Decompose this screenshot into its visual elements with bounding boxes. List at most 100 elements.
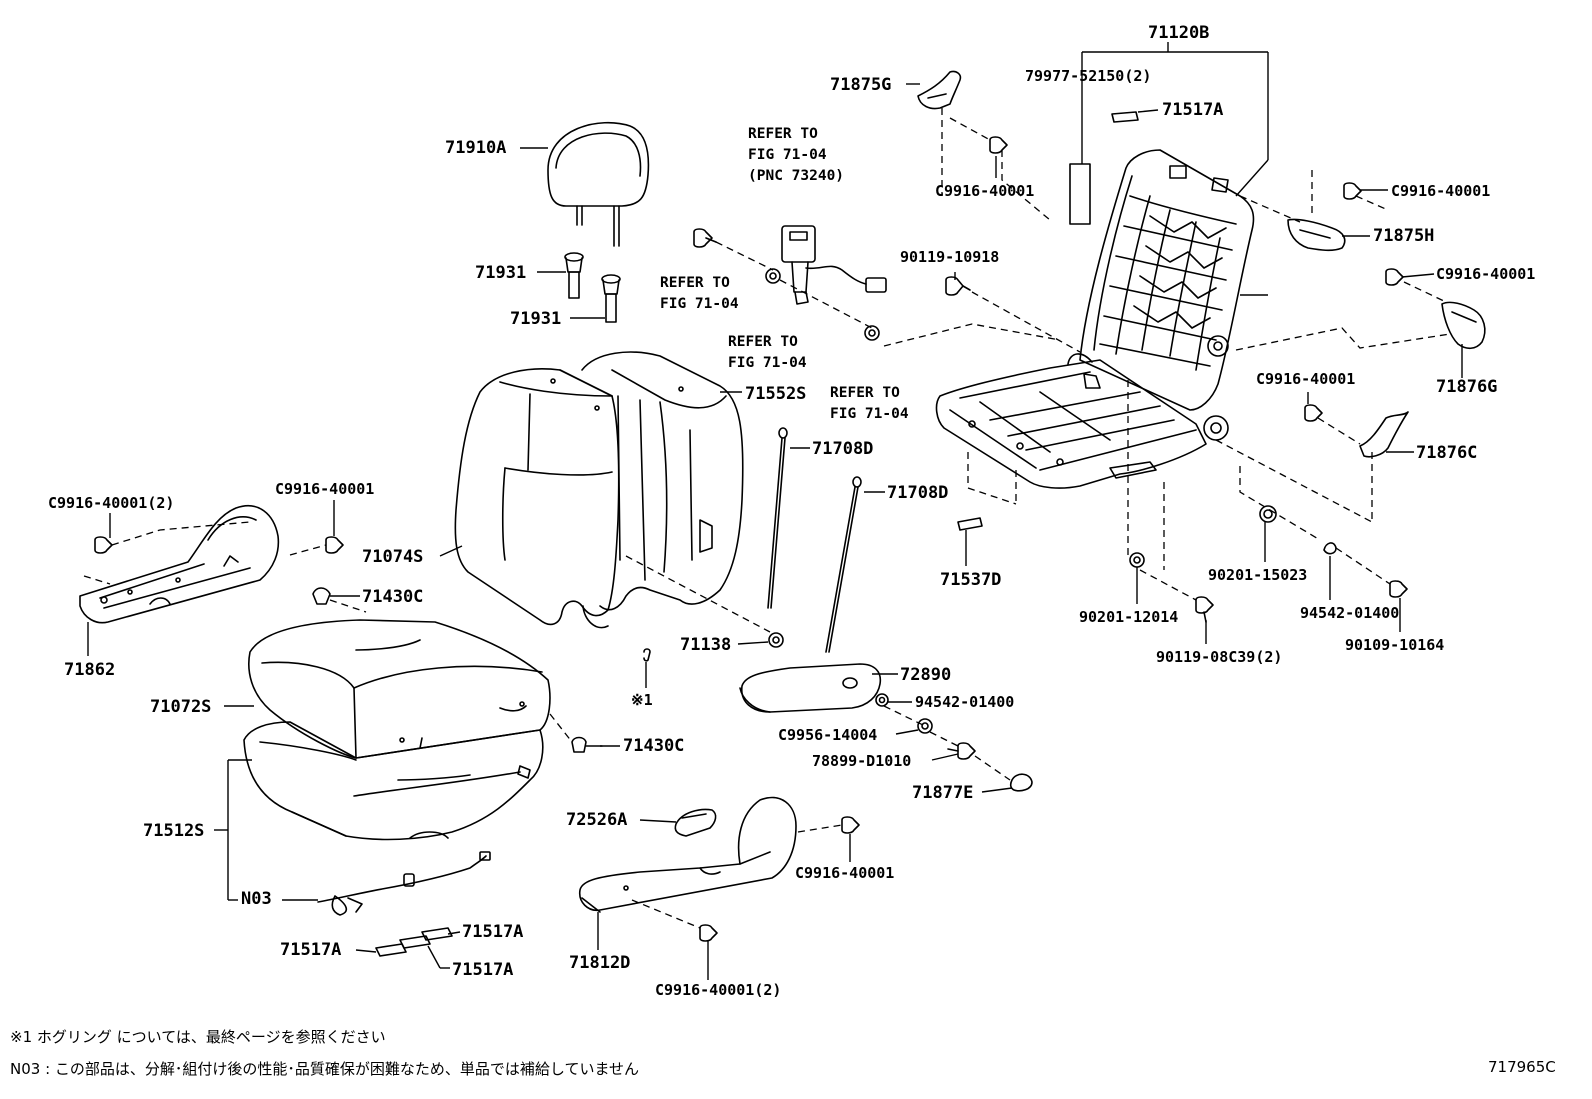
seat-back-cover	[455, 369, 618, 628]
bracket-71876c	[1360, 412, 1408, 457]
outer-shield-71812d	[580, 798, 796, 912]
part-label-pC9916_b: C9916-40001	[1391, 182, 1490, 200]
sticker-71517a-top	[1112, 112, 1138, 122]
shield-screw-left	[95, 537, 112, 553]
part-label-pC9916_f: C9916-40001	[795, 864, 894, 882]
reference-note-ref_b: FIG 71-04	[728, 355, 807, 371]
part-label-p90119_10918: 90119-10918	[900, 248, 999, 266]
part-label-pC9916_e: C9916-40001	[275, 480, 374, 498]
seat-harness	[318, 852, 490, 915]
part-label-p71138: 71138	[680, 635, 731, 655]
part-label-p71512S: 71512S	[143, 821, 204, 841]
seat-belt-buckle	[782, 226, 886, 304]
part-label-p72890: 72890	[900, 665, 951, 685]
part-label-p71552S: 71552S	[745, 384, 806, 404]
part-label-p79977: 79977-52150(2)	[1025, 67, 1151, 85]
part-label-p78899: 78899-D1010	[812, 752, 911, 770]
washer-90201-12014	[1130, 553, 1144, 567]
bolt-78899	[948, 743, 975, 759]
footnote-hog-ring: ※1 ホグリング については、最終ページを参照ください	[10, 1028, 386, 1046]
part-label-p71517A_3: 71517A	[452, 960, 513, 980]
part-label-pC9956: C9956-14004	[778, 726, 877, 744]
hog-ring	[644, 649, 650, 661]
part-label-p71517A_1: 71517A	[462, 922, 523, 942]
washer-90201-15023	[1260, 506, 1276, 522]
outer-shield-screw-bottom	[700, 925, 717, 941]
screw-c9916-a	[990, 137, 1007, 153]
part-label-p71430C_a: 71430C	[362, 587, 423, 607]
part-label-p71876G: 71876G	[1436, 377, 1497, 397]
part-label-p71708D_a: 71708D	[812, 439, 873, 459]
bracket-71875h	[1288, 219, 1345, 250]
recliner-knob-72526a	[675, 810, 715, 836]
reference-note-ref_b: REFER TO	[728, 334, 798, 350]
reference-note-ref_c: FIG 71-04	[830, 406, 909, 422]
side-shield-inner	[80, 506, 278, 623]
part-label-p71072S: 71072S	[150, 697, 211, 717]
reference-note-ref_belt: REFER TO	[748, 126, 818, 142]
part-label-p71931b: 71931	[510, 309, 561, 329]
bolt-90119-08c39	[1196, 597, 1213, 622]
part-label-p71120B: 71120B	[1148, 23, 1209, 43]
sticker-set	[376, 928, 452, 956]
clip-71430c-upper	[313, 588, 330, 604]
bracket-71876g	[1442, 302, 1485, 348]
buckle-bolt	[694, 229, 716, 247]
washer-c9956	[918, 719, 932, 733]
bracket-71875g	[918, 71, 960, 108]
part-label-p71862: 71862	[64, 660, 115, 680]
part-label-p71875G: 71875G	[830, 75, 891, 95]
seat-cushion-cover	[249, 620, 550, 758]
reference-note-ref_c: REFER TO	[830, 385, 900, 401]
part-label-pC9916_d: C9916-40001	[1256, 370, 1355, 388]
footnote-n03: N03 : この部品は、分解･組付け後の性能･品質確保が困難なため、単品では補給…	[10, 1060, 640, 1078]
part-label-p71931a: 71931	[475, 263, 526, 283]
headrest-support-1	[565, 253, 583, 298]
part-label-p94542_a: 94542-01400	[1300, 604, 1399, 622]
armrest	[740, 664, 880, 712]
part-label-pC9916_c: C9916-40001	[1436, 265, 1535, 283]
part-label-p71708D_b: 71708D	[887, 483, 948, 503]
reference-notes: REFER TO FIG 71-04 (PNC 73240) REFER TO FIG …	[660, 126, 909, 422]
part-label-p71875H: 71875H	[1373, 226, 1434, 246]
seat-frame	[937, 150, 1254, 488]
seat-back-pad	[582, 352, 743, 610]
part-label-p94542_b: 94542-01400	[915, 693, 1014, 711]
clip-71138	[769, 633, 783, 647]
bolt-90119-10918	[946, 277, 970, 295]
reference-note-ref_belt: FIG 71-04	[748, 147, 827, 163]
back-wire-1	[768, 428, 787, 608]
part-label-pN03: N03	[241, 889, 272, 909]
screw-c9916-b	[1344, 183, 1361, 199]
part-label-p71074S: 71074S	[362, 547, 423, 567]
part-label-p71812D: 71812D	[569, 953, 630, 973]
screw-c9916-d	[1305, 405, 1322, 421]
reference-note-ref_belt: (PNC 73240)	[748, 168, 844, 184]
part-label-p71430C_b: 71430C	[623, 736, 684, 756]
sticker-71537d	[958, 518, 982, 530]
seat-cushion-pad	[244, 722, 543, 839]
pad-79977	[1070, 164, 1090, 224]
reference-note-ref_a: FIG 71-04	[660, 296, 739, 312]
part-label-pC9916_a: C9916-40001	[935, 182, 1034, 200]
buckle-washer-2	[865, 326, 879, 340]
part-label-p90109: 90109-10164	[1345, 636, 1444, 654]
part-label-p90201_12014: 90201-12014	[1079, 608, 1178, 626]
part-label-p71877E: 71877E	[912, 783, 973, 803]
cap-71877e	[1011, 774, 1032, 790]
part-label-pNote1: ※1	[631, 691, 653, 709]
shield-screw-right	[326, 537, 343, 553]
part-label-p71517Atop: 71517A	[1162, 100, 1223, 120]
clip-71430c-lower	[572, 738, 602, 753]
bolt-90109	[1390, 581, 1407, 597]
part-label-p71876C: 71876C	[1416, 443, 1477, 463]
back-wire-2	[826, 477, 861, 652]
part-label-p90119_08C39: 90119-08C39(2)	[1156, 648, 1282, 666]
outer-shield-screw-top	[842, 817, 859, 833]
figure-code: 717965C	[1488, 1058, 1556, 1076]
screw-c9916-c	[1386, 269, 1403, 285]
buckle-washer-1	[766, 269, 780, 283]
